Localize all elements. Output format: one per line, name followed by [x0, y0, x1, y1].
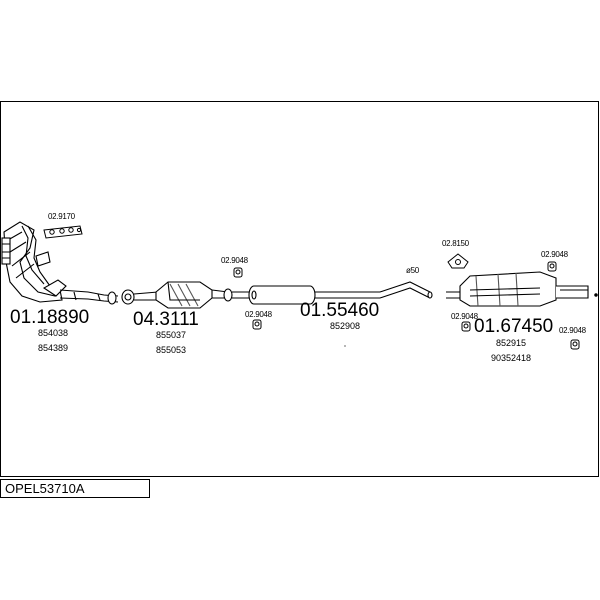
part-ref: 855053 — [156, 345, 187, 355]
part-number-catalyst: 04.3111 — [133, 309, 199, 330]
catalytic-converter — [155, 281, 250, 309]
part-number-rear: 01.67450 — [474, 316, 554, 337]
hanger-e-label: 02.9048 — [559, 326, 586, 335]
bracket-label: 02.8150 — [442, 239, 469, 248]
part-number-middle: 01.55460 — [300, 300, 380, 321]
part-ref: 854038 — [38, 328, 69, 338]
part-ref: 854389 — [38, 343, 69, 353]
gasket-label: 02.9170 — [48, 212, 75, 221]
front-pipe — [59, 289, 159, 305]
gasket-part — [43, 225, 83, 239]
diagram-code-box: OPEL53710A — [0, 479, 150, 498]
part-ref: 852908 — [330, 321, 361, 331]
part-ref: 855037 — [156, 330, 187, 340]
pipe-diameter-label: ø50 — [406, 266, 419, 275]
rear-silencer — [446, 271, 598, 307]
bracket-part — [447, 253, 469, 269]
part-ref: 852915 — [496, 338, 527, 348]
part-ref: 90352418 — [491, 353, 532, 363]
hanger-d-label: 02.9048 — [451, 312, 478, 321]
hanger-c-label: 02.9048 — [541, 250, 568, 259]
hanger-b-label: 02.9048 — [245, 310, 272, 319]
diagram-code: OPEL53710A — [5, 481, 85, 496]
middle-silencer — [248, 281, 433, 305]
exhaust-manifold — [1, 221, 67, 303]
rubber-hangers — [233, 261, 580, 350]
hanger-a-label: 02.9048 — [221, 256, 248, 265]
part-number-manifold: 01.18890 — [10, 307, 90, 328]
